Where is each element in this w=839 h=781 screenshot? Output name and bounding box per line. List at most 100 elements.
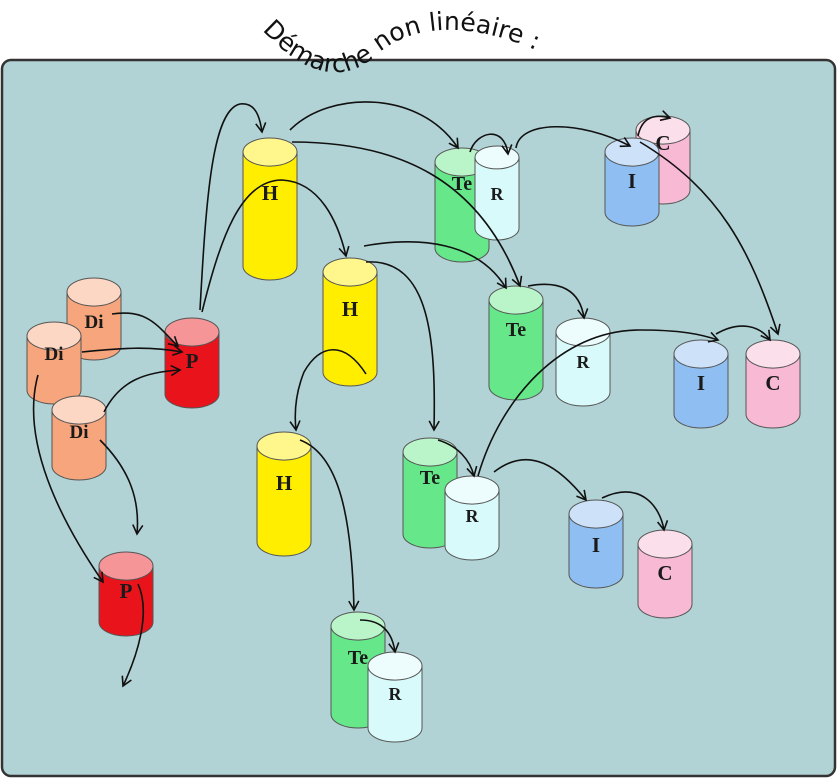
cylinder-label-r4: R	[389, 684, 403, 704]
cylinder-label-p1: P	[186, 349, 199, 373]
cylinder-body-r3	[444, 489, 500, 561]
cylinder-label-te1: Te	[452, 173, 473, 195]
cylinder-cap-di3	[51, 395, 107, 425]
arrow-i2-to-c2	[715, 325, 771, 342]
arrow-layer	[32, 101, 781, 688]
cylinder-label-i2: I	[697, 371, 705, 395]
cylinder-label-te2: Te	[506, 319, 527, 341]
cylinder-cap-h1	[242, 137, 298, 167]
arrow-di1-to-p1	[111, 312, 180, 348]
arrow-di2-to-p1	[81, 344, 184, 357]
cylinder-body-i3	[568, 513, 624, 589]
cylinder-r1: R	[474, 145, 520, 241]
arrow-i1-to-c2	[639, 141, 781, 336]
arrow-te2-to-r2	[527, 283, 589, 320]
arrow-r3-to-i3	[493, 458, 588, 502]
cylinder-body-i2	[673, 353, 729, 429]
cylinder-te2: Te	[488, 285, 544, 401]
arrow-p1-to-h2	[201, 179, 350, 313]
cylinder-cap-r1	[474, 145, 520, 170]
cylinder-cap-te3	[402, 437, 458, 467]
arrow-r3-to-i2	[477, 329, 720, 477]
cylinder-label-i1: I	[628, 169, 636, 193]
cylinder-cap-r3	[444, 475, 500, 505]
cylinder-p2: P	[98, 551, 154, 637]
cylinder-cap-h3	[256, 431, 312, 461]
arrow-di3-to-p1	[103, 364, 182, 413]
cylinder-label-di1: Di	[85, 312, 104, 333]
arrow-i3-to-c3	[601, 491, 669, 532]
cylinder-di2: Di	[26, 321, 82, 405]
cylinder-body-r4	[367, 665, 423, 743]
arrow-h1-to-te1	[289, 101, 459, 150]
arrow-h3-to-te4	[299, 439, 360, 612]
arrow-p1-to-h1	[199, 103, 267, 311]
cylinder-label-p2: P	[120, 579, 133, 603]
cylinder-r3: R	[444, 475, 500, 561]
arrow-r1-to-i1	[515, 126, 632, 149]
cylinder-cap-i3	[568, 499, 624, 529]
cylinder-h2: H	[322, 257, 378, 387]
cylinder-cap-c2	[745, 339, 801, 369]
cylinder-label-h3: H	[276, 471, 292, 495]
cylinder-label-di3: Di	[70, 422, 89, 443]
cylinder-label-te4: Te	[348, 647, 369, 669]
cylinder-i2: I	[673, 339, 729, 429]
cylinder-label-te3: Te	[420, 467, 441, 489]
arrow-p2-to-exit	[121, 583, 145, 688]
arrow-h2-to-h3	[289, 348, 367, 432]
cylinder-cap-p2	[98, 551, 154, 581]
arrow-te3-to-r3	[437, 439, 478, 478]
arrow-di2-to-p2	[32, 374, 104, 584]
cylinder-di1: Di	[66, 277, 122, 361]
cylinder-r2: R	[555, 317, 611, 407]
cylinder-body-p2	[98, 565, 154, 637]
cylinder-cap-r4	[367, 651, 423, 681]
cylinder-h1: H	[242, 137, 298, 281]
cylinder-r4: R	[367, 651, 423, 743]
cylinder-label-h1: H	[262, 181, 278, 205]
cylinder-body-di3	[51, 409, 107, 481]
cylinder-di3: Di	[51, 395, 107, 481]
cylinder-cap-i2	[673, 339, 729, 369]
cylinder-body-c2	[745, 353, 801, 429]
cylinder-label-r2: R	[577, 352, 591, 372]
cylinder-cap-h2	[322, 257, 378, 287]
arrow-te1-to-r1	[469, 133, 513, 156]
arrow-h2-to-te2	[363, 241, 507, 290]
cylinder-i1: I	[604, 137, 660, 227]
cylinder-cap-te4	[330, 611, 386, 641]
cylinder-label-r1: R	[491, 184, 505, 204]
arrow-h2-to-te3	[365, 261, 440, 432]
cylinder-label-r3: R	[466, 506, 480, 526]
cylinder-p1: P	[164, 317, 220, 409]
cylinder-i3: I	[568, 499, 624, 589]
cylinder-body-h1	[242, 151, 298, 281]
arrow-i1-to-c1	[637, 110, 672, 137]
cylinder-c2: C	[745, 339, 801, 429]
cylinder-cap-di1	[66, 277, 122, 307]
cylinder-body-c3	[637, 543, 693, 619]
cylinder-body-r2	[555, 331, 611, 407]
cylinder-label-i3: I	[592, 533, 600, 557]
cylinder-cap-di2	[26, 321, 82, 351]
arrow-di3-to-p2	[99, 439, 144, 536]
cylinder-label-h2: H	[342, 297, 358, 321]
cylinder-label-c2: C	[765, 371, 780, 395]
diagram-panel	[0, 58, 837, 778]
cylinder-h3: H	[256, 431, 312, 557]
arrow-h1-to-te2	[291, 141, 523, 288]
cylinder-body-te2	[488, 299, 544, 401]
cylinder-body-h3	[256, 445, 312, 557]
cylinder-body-h2	[322, 271, 378, 387]
cylinder-c3: C	[637, 529, 693, 619]
arrow-te4-to-r4	[359, 619, 400, 654]
cylinder-cap-c3	[637, 529, 693, 559]
cylinder-label-c3: C	[657, 561, 672, 585]
cylinder-label-c1: C	[655, 131, 670, 155]
cylinder-body-i1	[604, 151, 660, 227]
cylinder-body-r1	[474, 156, 520, 241]
cylinder-cap-te2	[488, 285, 544, 315]
